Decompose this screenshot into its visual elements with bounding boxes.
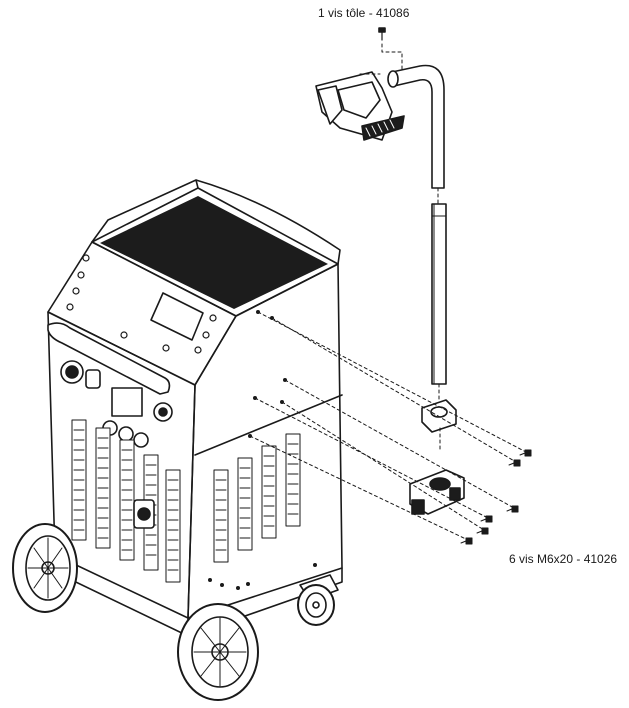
machine-body: [47, 179, 343, 637]
side-divider: [194, 394, 343, 456]
front-socket: [133, 499, 155, 529]
top-screw-assembly: [359, 27, 403, 75]
screw-guide-dashed: [359, 43, 403, 75]
holder-teeth: [361, 115, 405, 141]
caster-wheel: [297, 574, 339, 626]
clamp-brackets: [409, 399, 465, 515]
front-big-wheel: [177, 603, 259, 701]
screw-5: [476, 527, 489, 535]
top-lid-dark-surface: [100, 196, 328, 309]
rear-left-wheel: [12, 523, 78, 613]
front-vent-slots: [71, 419, 181, 583]
wheels: [12, 523, 339, 701]
screw-2: [508, 459, 521, 467]
bottom-screw-callout: 6 vis M6x20 - 41026: [509, 552, 618, 566]
front-connector: [60, 360, 101, 389]
right-side-face: [187, 263, 343, 619]
screw-3: [506, 505, 519, 513]
top-screw-callout: 1 vis tôle - 41086: [318, 6, 410, 20]
screw-6: [460, 537, 473, 545]
torch-holder-cradle: [315, 71, 405, 141]
arm-tube: [387, 64, 447, 403]
screw-guide-lines: [249, 311, 527, 541]
display-screen: [150, 292, 204, 341]
m6-screws: [460, 449, 532, 545]
upper-clamp: [421, 399, 457, 451]
top-rim: [91, 179, 341, 265]
screw-4: [480, 515, 493, 523]
control-knob: [153, 402, 173, 422]
front-panel-holes: [66, 254, 217, 354]
screw-1: [519, 449, 532, 457]
side-vent-slots: [213, 433, 301, 563]
front-handle: [47, 322, 171, 395]
small-screen: [111, 387, 143, 417]
sheet-metal-screw: [378, 27, 386, 41]
